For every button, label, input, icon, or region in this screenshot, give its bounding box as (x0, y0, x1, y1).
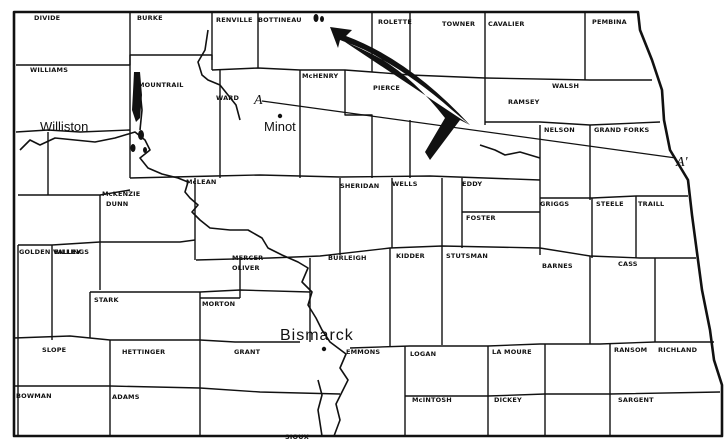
county-label: LA MOURE (492, 348, 532, 356)
county-label: FOSTER (466, 214, 496, 222)
county-label: MORTON (202, 300, 235, 308)
county-label: TOWNER (442, 20, 475, 28)
county-label: PIERCE (373, 84, 400, 92)
county-label: CASS (618, 260, 638, 268)
section-line (261, 100, 677, 159)
county-label: GRANT (234, 348, 261, 356)
county-label: SHERIDAN (340, 182, 379, 190)
county-label: HETTINGER (122, 348, 165, 356)
county-label: GOLDEN VALLEY (19, 248, 81, 256)
section-start-label: A (253, 93, 263, 108)
county-label: BILLINGS (54, 248, 89, 256)
county-label: BARNES (542, 262, 573, 270)
county-label: McKENZIE (102, 190, 140, 198)
county-label: WELLS (392, 180, 418, 188)
county-label: RAMSEY (508, 98, 540, 106)
county-label: DIVIDE (34, 14, 60, 22)
county-label: GRIGGS (540, 200, 569, 208)
county-label: WILLIAMS (30, 66, 68, 74)
county-label: SARGENT (618, 396, 654, 404)
minot-marker (277, 113, 283, 119)
county-label: BOWMAN (16, 392, 52, 400)
county-label: RENVILLE (216, 16, 253, 24)
county-label: MOUNTRAIL (138, 81, 184, 89)
county-label: SIOUX (285, 433, 309, 441)
county-label: BOTTINEAU (258, 16, 302, 24)
county-label: TRAILL (638, 200, 664, 208)
county-label: NELSON (544, 126, 575, 134)
state-border (12, 10, 724, 438)
county-label: EMMONS (346, 348, 380, 356)
county-labels: DIVIDE BURKE RENVILLE BOTTINEAU ROLETTE … (16, 14, 698, 441)
county-label: ROLETTE (378, 18, 412, 26)
county-label: BURLEIGH (328, 254, 367, 262)
county-label: MERCER (232, 254, 263, 262)
city-label-bismarck: Bismarck (280, 327, 354, 344)
county-label: KIDDER (396, 252, 425, 260)
county-label: WALSH (552, 82, 579, 90)
county-label: CAVALIER (488, 20, 525, 28)
county-label: DICKEY (494, 396, 522, 404)
arrow (330, 27, 470, 160)
county-label: STUTSMAN (446, 252, 488, 260)
lakes (130, 14, 324, 153)
bismarck-marker (321, 346, 327, 352)
county-label: STARK (94, 296, 119, 304)
county-label: McHENRY (302, 72, 338, 80)
county-label: DUNN (106, 200, 128, 208)
city-label-williston: Williston (40, 119, 88, 134)
county-label: PEMBINA (592, 18, 627, 26)
county-label: SLOPE (42, 346, 66, 354)
county-label: STEELE (596, 200, 624, 208)
county-label: WARD (216, 94, 240, 102)
county-label: McINTOSH (412, 396, 452, 404)
county-label: RANSOM (614, 346, 647, 354)
county-label: OLIVER (232, 264, 260, 272)
county-boundaries-vertical (17, 12, 656, 436)
lake-sakakawea (132, 72, 142, 122)
county-label: GRAND FORKS (594, 126, 649, 134)
county-label: ADAMS (112, 393, 140, 401)
county-label: EDDY (462, 180, 482, 188)
county-label: LOGAN (410, 350, 436, 358)
county-label: BURKE (137, 14, 163, 22)
county-label: RICHLAND (658, 346, 698, 354)
county-label: McLEAN (186, 178, 217, 186)
city-label-minot: Minot (264, 119, 296, 134)
section-end-label: A' (675, 155, 689, 170)
